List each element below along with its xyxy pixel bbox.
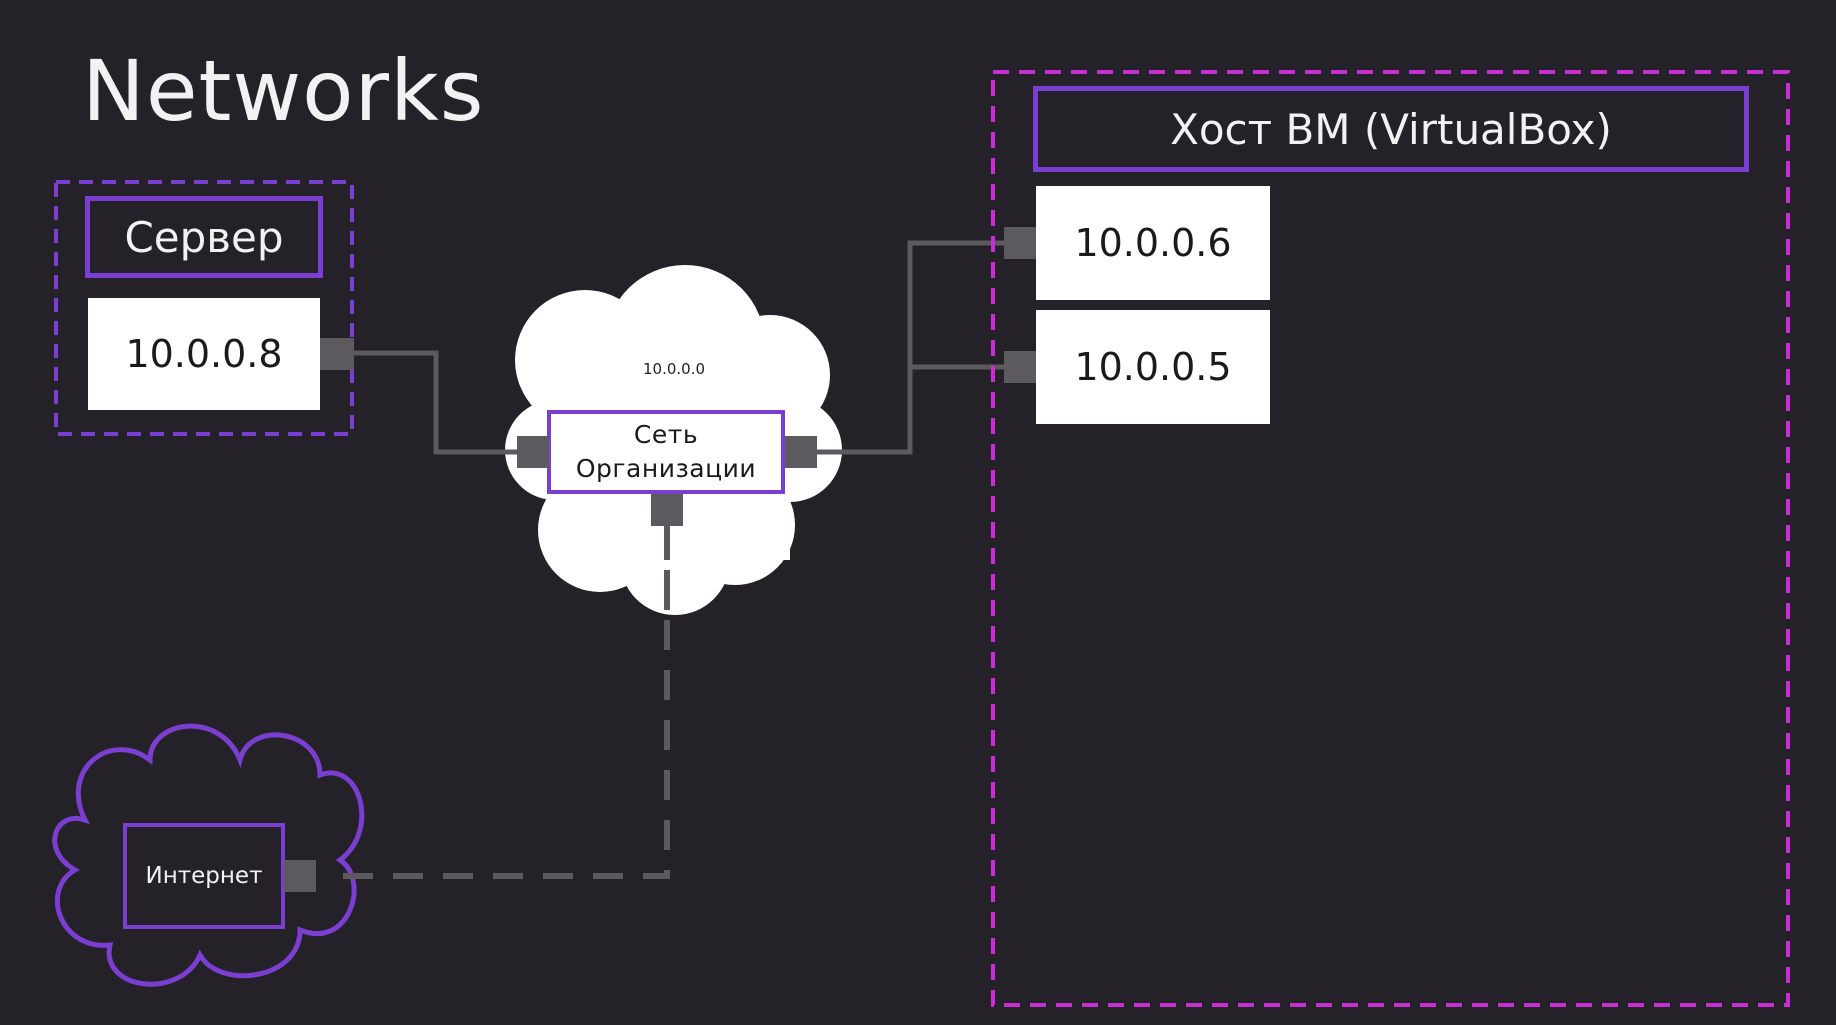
- server-to-org-link: [330, 350, 525, 455]
- internet-cloud: [52, 723, 365, 987]
- server-label: Сервер: [124, 212, 284, 262]
- server-ip: 10.0.0.8: [125, 332, 283, 376]
- org-network-label-line1: Сеть: [633, 420, 699, 449]
- org-subnet-label: 10.0.0.0: [643, 360, 706, 378]
- vm2-ip: 10.0.0.5: [1074, 345, 1232, 389]
- internet-to-org-link: [335, 520, 670, 879]
- org-left-port: [517, 436, 549, 468]
- vm2-ip-box: 10.0.0.5: [1036, 310, 1270, 424]
- internet-port: [284, 860, 316, 892]
- host-label-box: Хост ВМ (VirtualBox): [1033, 86, 1749, 172]
- internet-label: Интернет: [145, 863, 263, 889]
- host-frame: [991, 70, 1790, 1007]
- server-label-box: Сервер: [85, 196, 323, 278]
- server-ip-box: 10.0.0.8: [88, 298, 320, 410]
- server-frame: [54, 180, 354, 436]
- org-right-port: [785, 436, 817, 468]
- vm2-port: [1004, 351, 1036, 383]
- org-to-host-link: [815, 240, 1010, 455]
- internet-box: Интернет: [123, 823, 285, 929]
- org-bottom-port: [651, 494, 683, 526]
- vm1-port: [1004, 227, 1036, 259]
- vm1-ip-box: 10.0.0.6: [1036, 186, 1270, 300]
- org-network-box: Сеть Организации: [547, 410, 785, 494]
- host-label: Хост ВМ (VirtualBox): [1170, 104, 1612, 154]
- vm1-ip: 10.0.0.6: [1074, 221, 1232, 265]
- org-network-label-line2: Организации: [575, 454, 757, 483]
- page-title: Networks: [82, 42, 485, 140]
- server-port: [320, 338, 354, 370]
